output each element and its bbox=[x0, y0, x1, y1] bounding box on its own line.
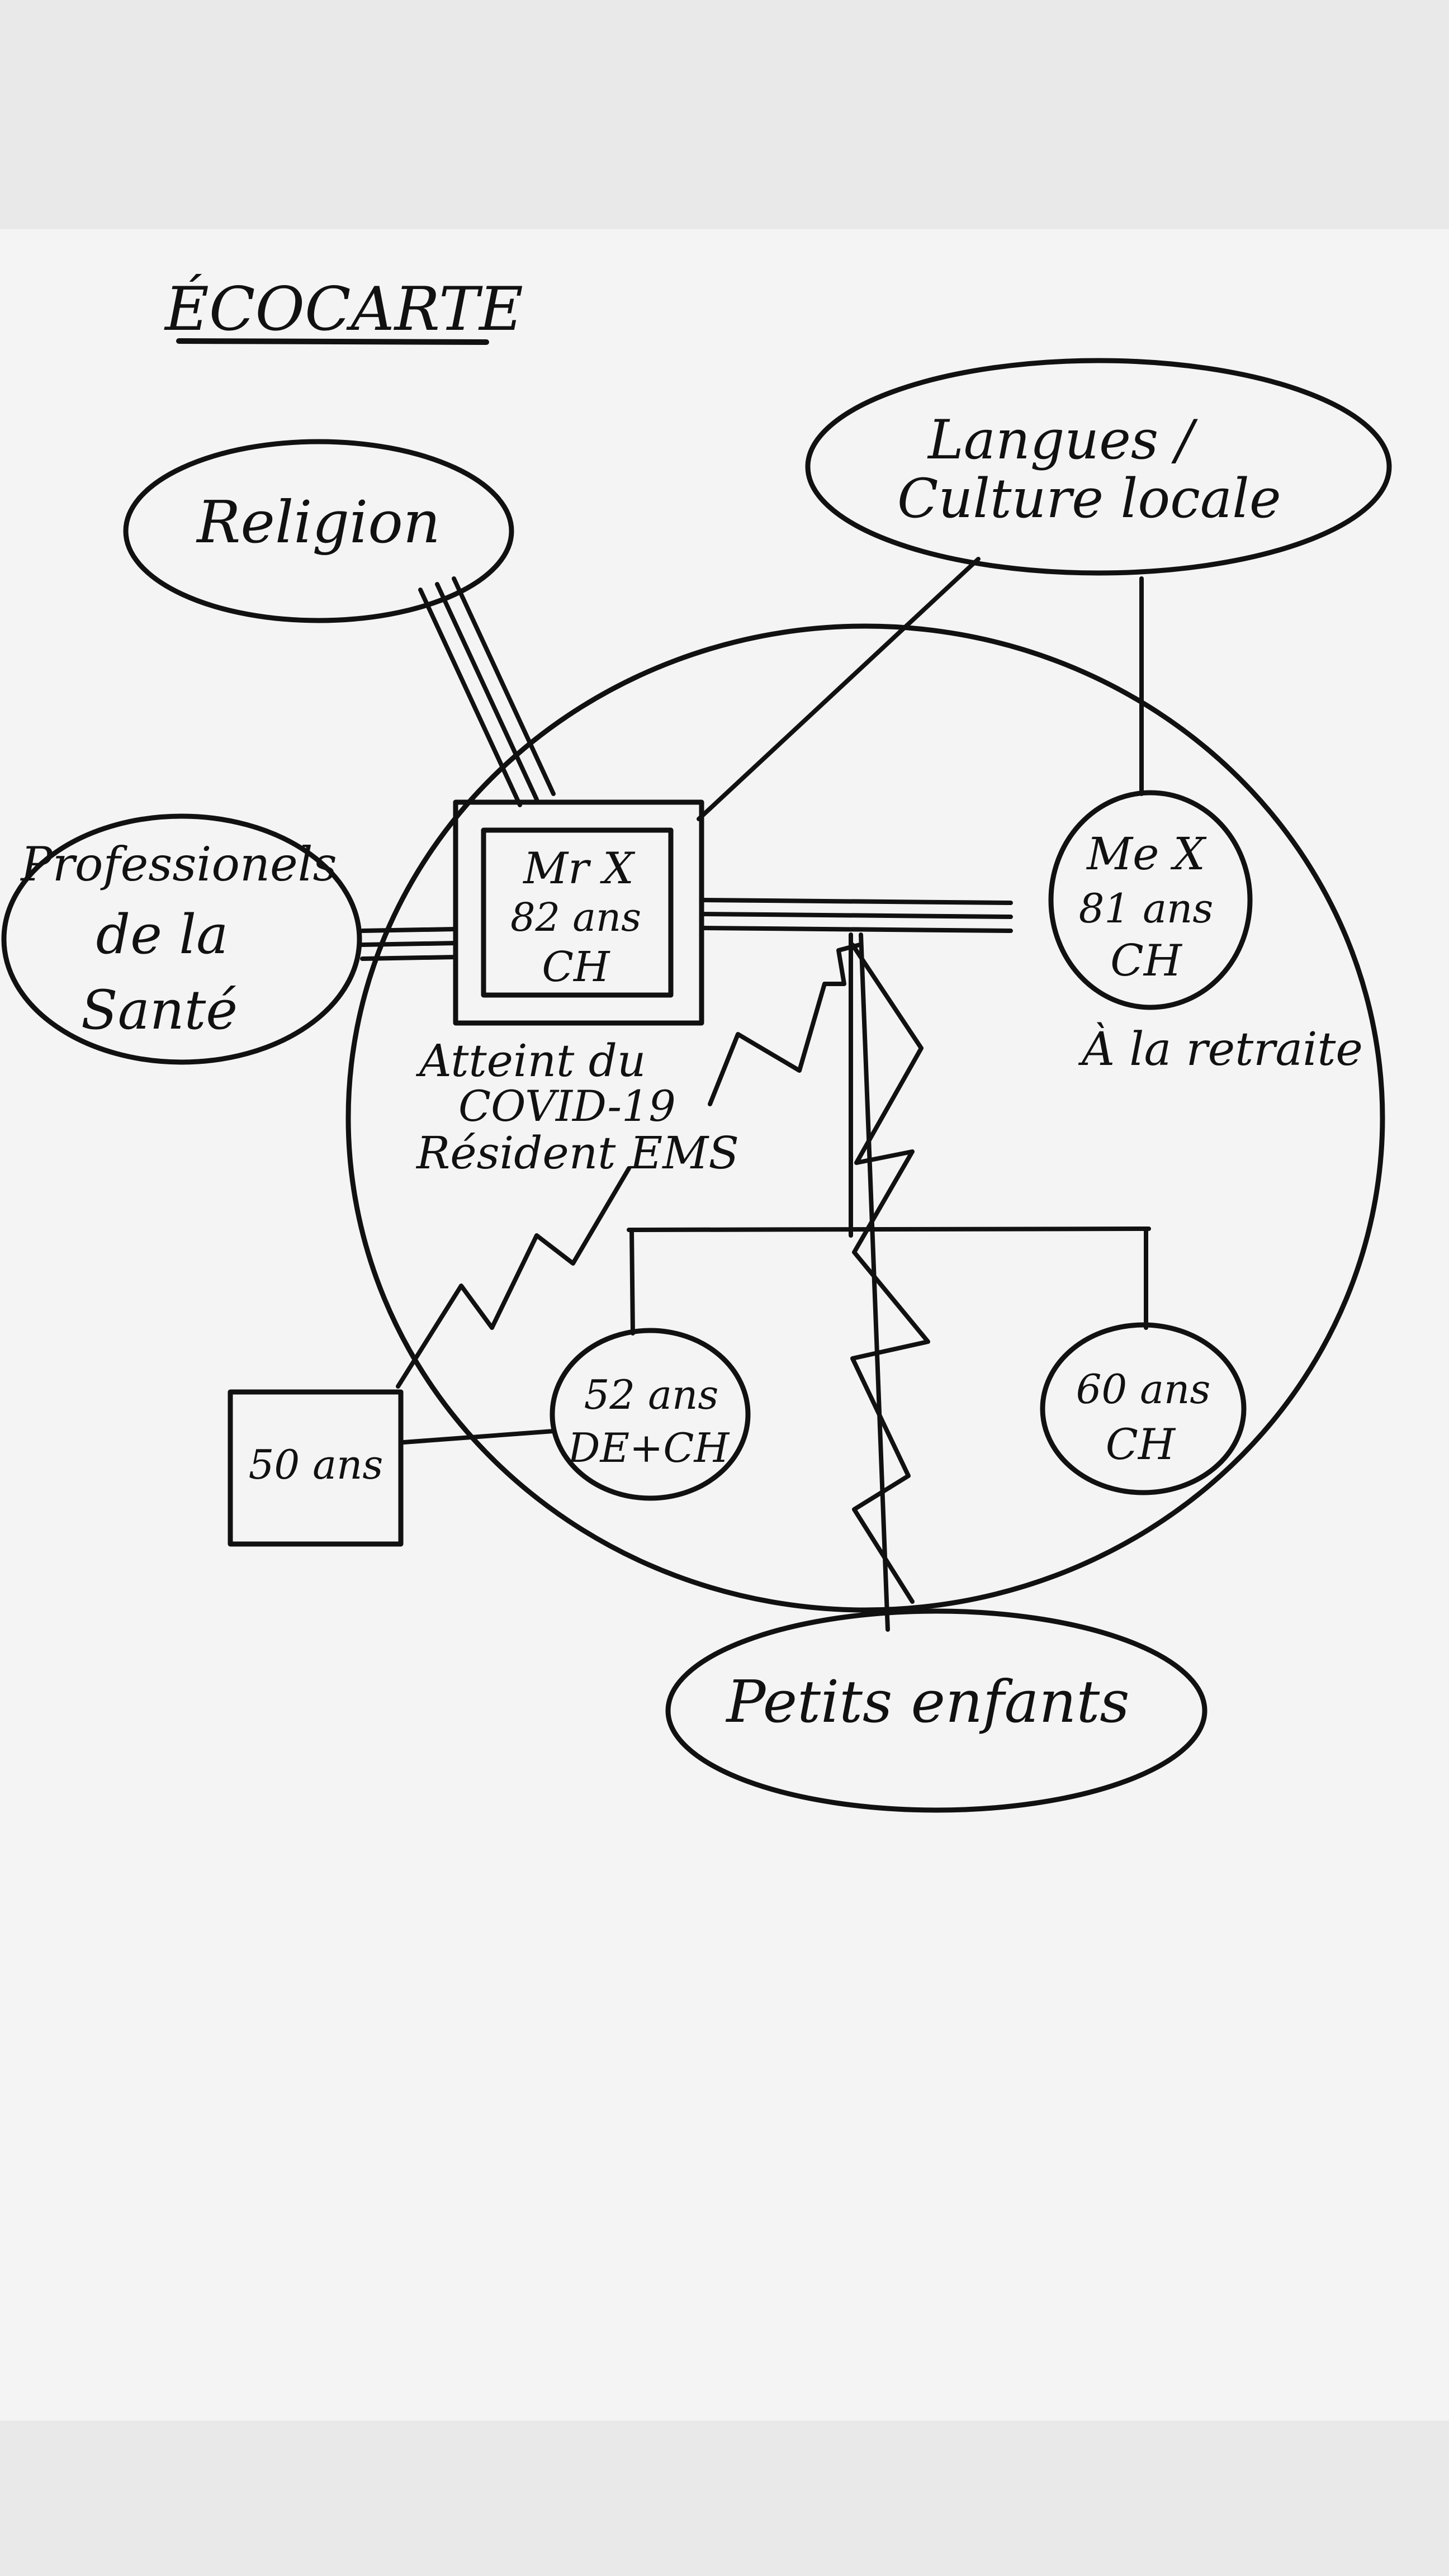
child-50-connection bbox=[401, 1429, 556, 1445]
mr-x-note-3: Résident EMS bbox=[415, 1127, 739, 1179]
child-52-label-2: DE+CH bbox=[567, 1424, 730, 1471]
node-professionnels: Professionels de la Santé bbox=[1, 813, 362, 1065]
conflict-zigzag-mr-x bbox=[708, 943, 862, 1106]
religion-label: Religion bbox=[196, 488, 441, 556]
me-x-label-2: 81 ans bbox=[1079, 885, 1214, 932]
mr-x-label-1: Mr X bbox=[522, 844, 636, 894]
household-circle bbox=[345, 623, 1385, 1613]
node-langues: Langues / Culture locale bbox=[805, 358, 1392, 576]
title-underline bbox=[176, 338, 489, 345]
node-child-52: 52 ans DE+CH bbox=[550, 1328, 751, 1501]
professionnels-label-2: de la bbox=[96, 903, 229, 966]
mr-x-label-3: CH bbox=[542, 943, 610, 991]
me-x-label-1: Me X bbox=[1086, 828, 1207, 880]
node-petits-enfants: Petits enfants bbox=[665, 1608, 1208, 1813]
langues-label-2: Culture locale bbox=[897, 467, 1281, 530]
mr-x-note-2: COVID-19 bbox=[458, 1081, 676, 1131]
node-child-60: 60 ans CH bbox=[1040, 1322, 1247, 1495]
node-religion: Religion bbox=[123, 439, 514, 623]
mr-x-label-2: 82 ans bbox=[510, 894, 641, 940]
child-60-label-2: CH bbox=[1106, 1419, 1176, 1469]
children-bar bbox=[627, 1227, 1151, 1232]
religion-connection bbox=[418, 576, 556, 807]
node-me-x: Me X 81 ans CH bbox=[1048, 790, 1253, 1010]
conflict-zigzag-50-ans bbox=[396, 1166, 631, 1389]
petits-enfants-connection bbox=[859, 932, 890, 1632]
langues-label-1: Langues / bbox=[927, 409, 1199, 471]
paper-sheet bbox=[0, 229, 1449, 2421]
langues-connection-mr-x bbox=[697, 557, 981, 821]
child-60-label-1: 60 ans bbox=[1076, 1366, 1211, 1413]
marriage-connection bbox=[699, 898, 1013, 933]
petits-enfants-label: Petits enfants bbox=[725, 1668, 1129, 1736]
me-x-note: À la retraite bbox=[1078, 1022, 1363, 1076]
child-52-label-1: 52 ans bbox=[584, 1371, 719, 1418]
node-child-50: 50 ans bbox=[228, 1389, 404, 1547]
me-x-label-3: CH bbox=[1110, 936, 1183, 986]
page-title: ÉCOCARTE bbox=[164, 273, 523, 344]
professionnels-label-3: Santé bbox=[81, 979, 238, 1041]
node-mr-x: Mr X 82 ans CH bbox=[453, 799, 704, 1026]
professionnels-label-1: Professionels bbox=[20, 837, 337, 892]
conflict-zigzag-petits-enfants bbox=[850, 943, 930, 1604]
child-50-label: 50 ans bbox=[249, 1441, 383, 1488]
mr-x-note-1: Atteint du bbox=[415, 1035, 646, 1087]
mr-x-note: Atteint du COVID-19 Résident EMS bbox=[415, 1035, 739, 1179]
child-52-drop bbox=[629, 1228, 635, 1336]
professionnels-connection bbox=[360, 927, 458, 961]
